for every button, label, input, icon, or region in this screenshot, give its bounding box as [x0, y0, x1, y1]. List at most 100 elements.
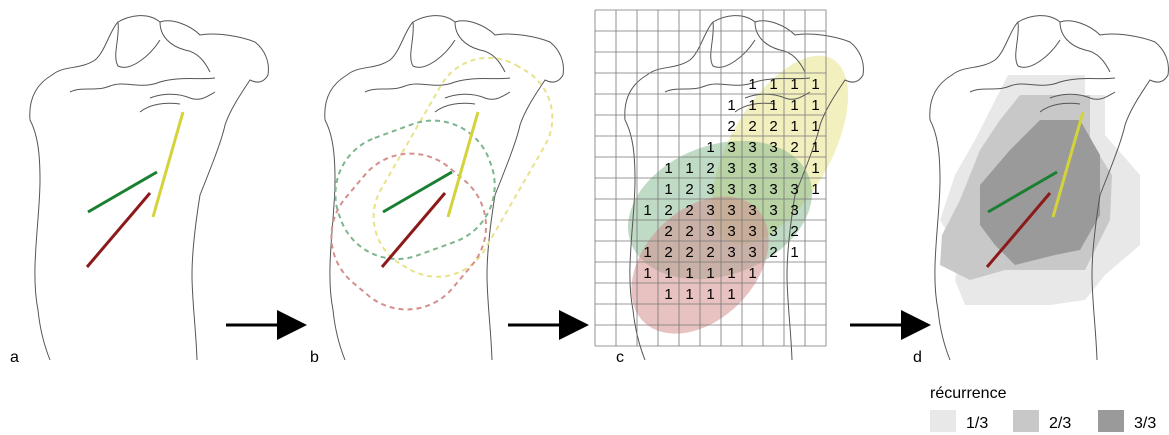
- grid-count: 1: [811, 139, 819, 156]
- grid-count: 3: [727, 139, 735, 156]
- bone-outline: [324, 15, 564, 361]
- panel-label-d: d: [913, 349, 922, 366]
- grid-count: 1: [748, 97, 756, 114]
- grid-count: 3: [748, 202, 756, 219]
- grid-count: 1: [685, 286, 693, 303]
- panel-label-c: c: [616, 349, 624, 366]
- yellow-zone: [372, 56, 554, 278]
- grid-count: 2: [748, 118, 756, 135]
- legend-title: récurrence: [930, 385, 1007, 402]
- yellow-line: [446, 111, 480, 218]
- legend-label-1-3: 1/3: [966, 415, 988, 432]
- grid-count: 3: [748, 139, 756, 156]
- grid-count: 3: [727, 223, 735, 240]
- legend-label-2-3: 2/3: [1049, 415, 1071, 432]
- grid-count: 1: [664, 286, 672, 303]
- grid-count: 3: [790, 202, 798, 219]
- red-line: [85, 192, 152, 268]
- grid-count: 2: [706, 244, 714, 261]
- legend-swatch-1-3: [930, 410, 956, 432]
- grid-count: 1: [685, 265, 693, 282]
- grid-count: 1: [811, 97, 819, 114]
- grid-count: 1: [769, 76, 777, 93]
- grid-count: 2: [790, 223, 798, 240]
- green-line: [987, 170, 1058, 214]
- grid-count: 1: [790, 76, 798, 93]
- grid-count: 1: [748, 76, 756, 93]
- yellow-line: [151, 111, 185, 218]
- grid-count: 3: [769, 202, 777, 219]
- grid-count: 2: [685, 202, 693, 219]
- grid-count: 3: [790, 181, 798, 198]
- grid-count: 1: [706, 265, 714, 282]
- grid-count: 3: [769, 139, 777, 156]
- grid-count: 3: [748, 160, 756, 177]
- grid-count: 1: [643, 202, 651, 219]
- grid-count: 1: [685, 160, 693, 177]
- grid: [594, 9, 827, 347]
- grid-count: 1: [727, 97, 735, 114]
- grid-count: 1: [790, 97, 798, 114]
- red-zone: [330, 152, 488, 311]
- grid-count: 2: [727, 118, 735, 135]
- grid-count: 3: [769, 160, 777, 177]
- grid-count: 1: [706, 139, 714, 156]
- grid-count: 1: [664, 265, 672, 282]
- green-line: [87, 170, 158, 214]
- yellow-line: [1051, 111, 1085, 218]
- grid-count: 1: [790, 244, 798, 261]
- grid-count: 3: [748, 244, 756, 261]
- grid-count: 1: [790, 118, 798, 135]
- grid-count: 3: [790, 160, 798, 177]
- grid-count: 1: [643, 265, 651, 282]
- grid-count: 3: [769, 181, 777, 198]
- grid-count: 2: [685, 181, 693, 198]
- bone-outline: [29, 15, 269, 361]
- grid-count: 3: [706, 181, 714, 198]
- grid-count: 2: [769, 244, 777, 261]
- grid-count: 3: [727, 181, 735, 198]
- green-line: [382, 170, 453, 214]
- grid-count: 1: [811, 181, 819, 198]
- grid-count: 1: [706, 286, 714, 303]
- legend-swatch-2-3: [1013, 410, 1039, 432]
- grid-count: 2: [664, 244, 672, 261]
- grid-count: 3: [706, 202, 714, 219]
- grid-count: 1: [727, 265, 735, 282]
- panel-d: d: [913, 15, 1169, 366]
- grid-count: 2: [706, 160, 714, 177]
- grid-count: 1: [727, 286, 735, 303]
- grid-count: 3: [748, 223, 756, 240]
- grid-count: 2: [664, 223, 672, 240]
- grid-count: 1: [769, 97, 777, 114]
- grid-count: 2: [664, 202, 672, 219]
- grid-count: 1: [811, 118, 819, 135]
- grid-count: 3: [727, 160, 735, 177]
- grid-count: 1: [811, 76, 819, 93]
- grid-count: 3: [727, 202, 735, 219]
- panel-a: a: [10, 15, 269, 366]
- grid-count: 1: [748, 265, 756, 282]
- grid-count: 2: [769, 118, 777, 135]
- panel-label-a: a: [10, 349, 19, 366]
- legend-swatch-3-3: [1098, 410, 1124, 432]
- grid-count: 3: [706, 223, 714, 240]
- grid-count: 2: [790, 139, 798, 156]
- grid-count: 3: [727, 244, 735, 261]
- grid-count: 2: [685, 223, 693, 240]
- grid-count: 1: [643, 244, 651, 261]
- red-line: [985, 192, 1052, 268]
- grid-count: 3: [748, 181, 756, 198]
- grid-count: 3: [769, 223, 777, 240]
- panel-b: b: [310, 15, 564, 366]
- legend-label-3-3: 3/3: [1134, 415, 1156, 432]
- panel-label-b: b: [310, 349, 319, 366]
- grid-count: 1: [664, 181, 672, 198]
- grid-count: 2: [685, 244, 693, 261]
- legend: récurrence 1/3 2/3 3/3: [930, 385, 1156, 432]
- grid-count: 1: [664, 160, 672, 177]
- red-line: [380, 192, 447, 268]
